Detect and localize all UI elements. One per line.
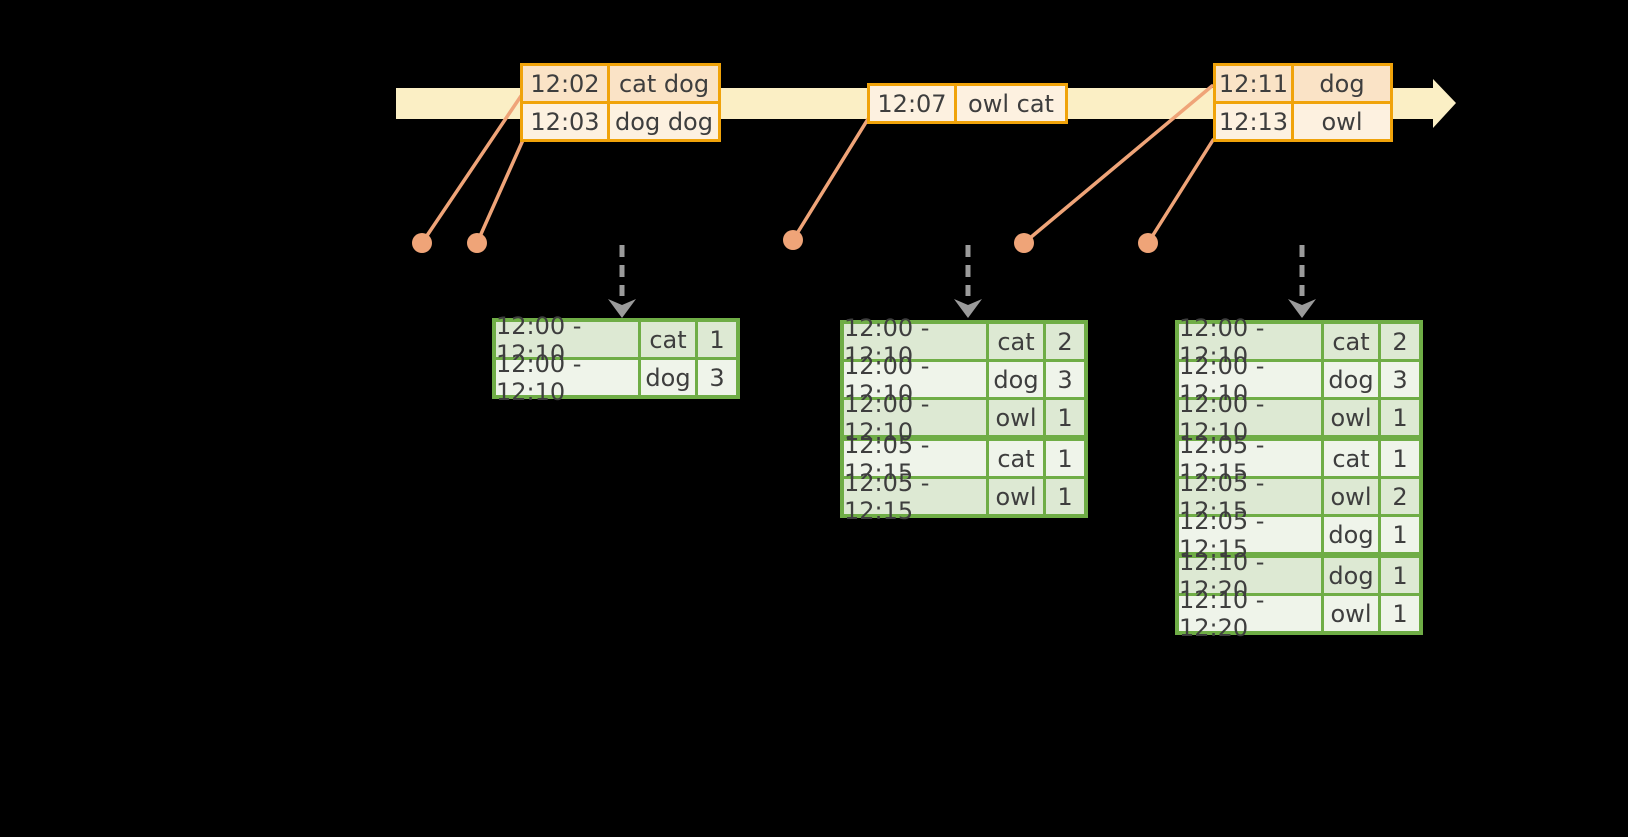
window-cell: 12:10 - 12:20 <box>1179 548 1321 604</box>
table-row: 12:00 - 12:10 owl 1 <box>844 390 1084 446</box>
word-cell: dog <box>989 362 1043 397</box>
result-table-2: 12:00 - 12:10 cat 2 12:00 - 12:10 dog 3 … <box>840 314 1088 525</box>
word-cell: owl <box>1324 479 1378 514</box>
event-dot <box>1014 233 1034 253</box>
word-cell: dog <box>1324 558 1378 593</box>
window-cell: 12:05 - 12:15 <box>1179 469 1321 525</box>
count-cell: 1 <box>1046 400 1084 435</box>
word-cell: cat <box>1324 441 1378 476</box>
event-dot <box>412 233 432 253</box>
table-row: 12:05 - 12:15 cat 1 <box>844 431 1084 487</box>
connector-line <box>1022 84 1214 245</box>
words-cell: dog <box>1294 66 1390 101</box>
table-row: 12:11 dog <box>1216 66 1390 101</box>
table-row: 12:00 - 12:10 dog 3 <box>844 352 1084 408</box>
connector-line <box>475 138 525 245</box>
count-cell: 1 <box>1381 596 1419 631</box>
table-row: 12:02 cat dog <box>523 66 718 101</box>
word-cell: owl <box>1324 596 1378 631</box>
count-cell: 1 <box>1381 517 1419 552</box>
words-cell: owl <box>1294 104 1390 139</box>
time-cell: 12:03 <box>523 104 607 139</box>
word-cell: owl <box>1324 400 1378 435</box>
window-cell: 12:10 - 12:20 <box>1179 586 1321 642</box>
table-row: 12:10 - 12:20 dog 1 <box>1179 548 1419 604</box>
count-cell: 2 <box>1381 479 1419 514</box>
count-cell: 1 <box>1381 400 1419 435</box>
result-table-3: 12:00 - 12:10 cat 2 12:00 - 12:10 dog 3 … <box>1175 314 1423 642</box>
connector-line <box>791 117 870 242</box>
word-cell: owl <box>989 479 1043 514</box>
window-cell: 12:00 - 12:10 <box>844 390 986 446</box>
trigger-arrowhead-icon <box>954 299 982 318</box>
time-cell: 12:11 <box>1216 66 1291 101</box>
window-cell: 12:00 - 12:10 <box>1179 390 1321 446</box>
table-row: 12:05 - 12:15 owl 2 <box>1179 469 1419 525</box>
window-cell: 12:00 - 12:10 <box>844 352 986 408</box>
word-cell: dog <box>1324 362 1378 397</box>
timeline-arrowhead-icon <box>1433 79 1456 128</box>
words-cell: owl cat <box>957 86 1065 121</box>
word-cell: dog <box>1324 517 1378 552</box>
word-cell: cat <box>1324 324 1378 359</box>
event-table-3: 12:11 dog 12:13 owl <box>1213 63 1393 142</box>
event-table-2: 12:07 owl cat <box>867 83 1068 124</box>
count-cell: 2 <box>1381 324 1419 359</box>
result-table-1: 12:00 - 12:10 cat 1 12:00 - 12:10 dog 3 <box>492 312 740 406</box>
count-cell: 1 <box>1381 558 1419 593</box>
words-cell: cat dog <box>610 66 718 101</box>
word-cell: cat <box>989 441 1043 476</box>
event-table-1: 12:02 cat dog 12:03 dog dog <box>520 63 721 142</box>
table-row: 12:00 - 12:10 dog 3 <box>496 350 736 406</box>
trigger-arrowhead-icon <box>608 299 636 318</box>
count-cell: 3 <box>1381 362 1419 397</box>
connector-line <box>1146 138 1215 245</box>
table-row: 12:07 owl cat <box>870 86 1065 121</box>
table-row: 12:00 - 12:10 cat 2 <box>844 314 1084 370</box>
word-cell: owl <box>989 400 1043 435</box>
table-row: 12:13 owl <box>1216 104 1390 139</box>
count-cell: 3 <box>698 360 736 395</box>
window-cell: 12:05 - 12:15 <box>844 469 986 525</box>
window-cell: 12:00 - 12:10 <box>496 350 638 406</box>
count-cell: 1 <box>1046 479 1084 514</box>
table-row: 12:00 - 12:10 owl 1 <box>1179 390 1419 446</box>
window-cell: 12:00 - 12:10 <box>1179 352 1321 408</box>
word-cell: cat <box>989 324 1043 359</box>
event-dot <box>467 233 487 253</box>
time-cell: 12:02 <box>523 66 607 101</box>
table-row: 12:05 - 12:15 dog 1 <box>1179 507 1419 563</box>
table-row: 12:00 - 12:10 dog 3 <box>1179 352 1419 408</box>
count-cell: 2 <box>1046 324 1084 359</box>
connector-line <box>420 94 523 245</box>
table-row: 12:03 dog dog <box>523 104 718 139</box>
time-cell: 12:07 <box>870 86 954 121</box>
time-cell: 12:13 <box>1216 104 1291 139</box>
table-row: 12:05 - 12:15 owl 1 <box>844 469 1084 525</box>
count-cell: 3 <box>1046 362 1084 397</box>
word-cell: cat <box>641 322 695 357</box>
window-cell: 12:00 - 12:10 <box>844 314 986 370</box>
count-cell: 1 <box>1046 441 1084 476</box>
event-dot <box>783 230 803 250</box>
window-cell: 12:05 - 12:15 <box>1179 507 1321 563</box>
count-cell: 1 <box>1381 441 1419 476</box>
table-row: 12:10 - 12:20 owl 1 <box>1179 586 1419 642</box>
trigger-arrowhead-icon <box>1288 299 1316 318</box>
event-dot <box>1138 233 1158 253</box>
count-cell: 1 <box>698 322 736 357</box>
table-row: 12:00 - 12:10 cat 2 <box>1179 314 1419 370</box>
words-cell: dog dog <box>610 104 718 139</box>
word-cell: dog <box>641 360 695 395</box>
